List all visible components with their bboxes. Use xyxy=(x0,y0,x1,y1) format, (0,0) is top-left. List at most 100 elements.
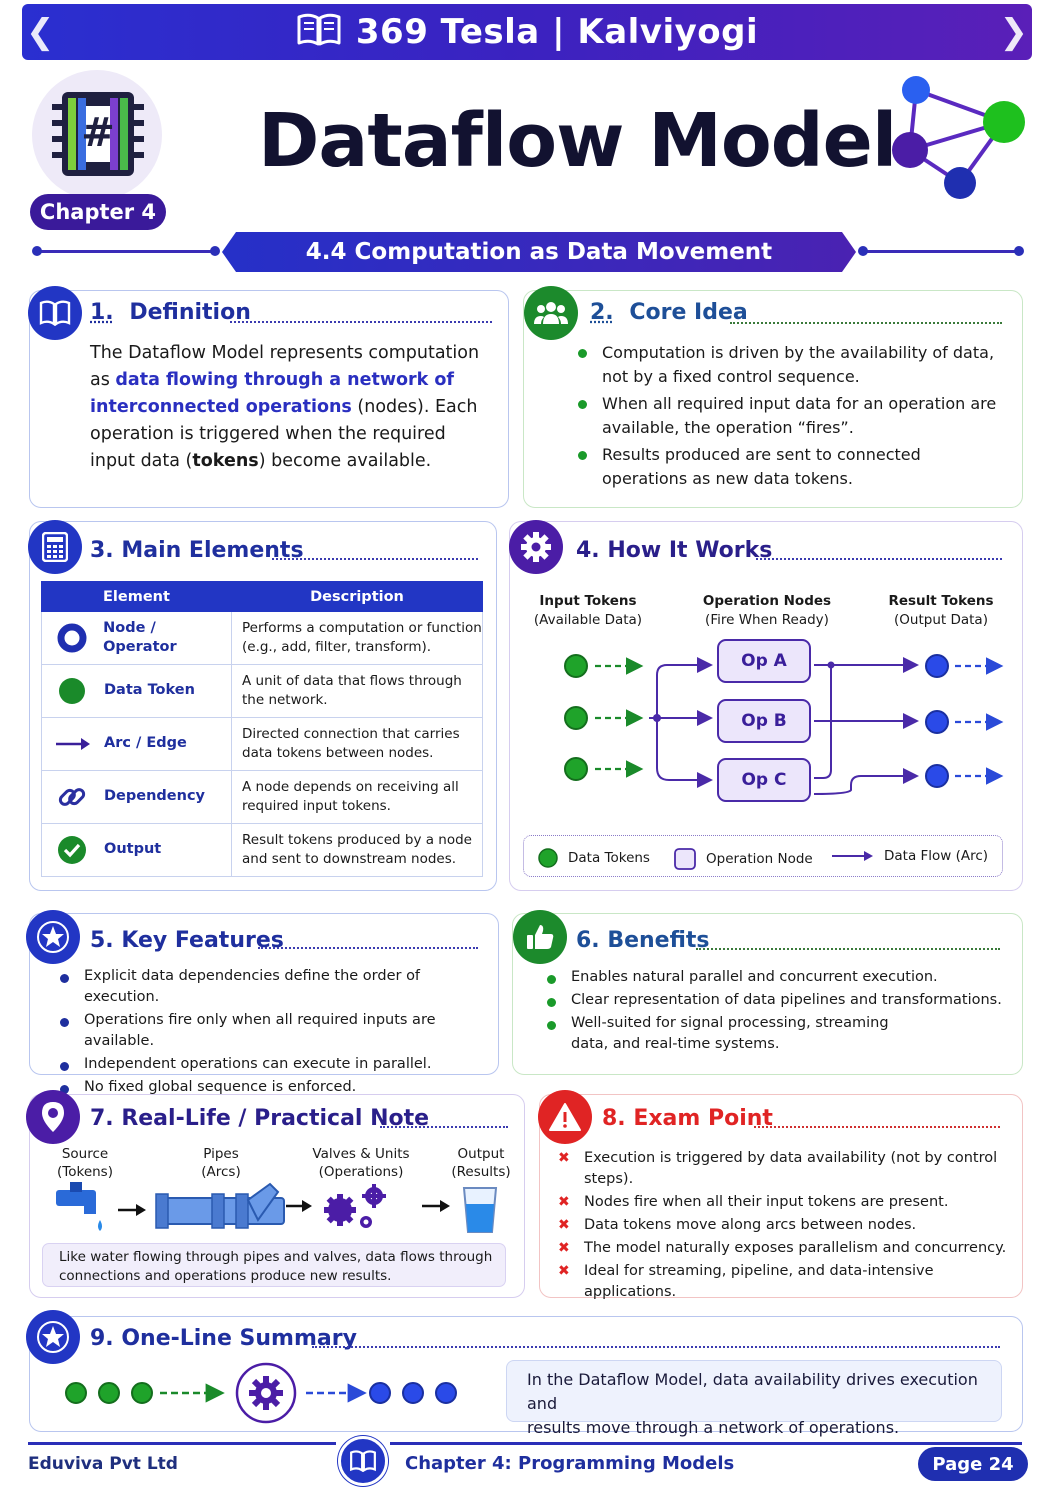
title-dots xyxy=(380,1126,508,1128)
arrow-right-icon xyxy=(54,734,90,754)
element-label: Data Token xyxy=(104,682,195,699)
divider-dot xyxy=(32,246,42,256)
divider-left xyxy=(36,250,216,253)
location-pin-icon xyxy=(26,1090,80,1144)
how-it-works-title: 4. How It Works xyxy=(576,538,773,563)
chevron-right-icon: ❯ xyxy=(999,12,1029,52)
summary-text: In the Dataflow Model, data availability… xyxy=(506,1360,1002,1437)
table-row: Data Token A unit of data that flows thr… xyxy=(41,664,483,718)
legend-label: Data Flow (Arc) xyxy=(884,848,989,864)
label-line: Output xyxy=(457,1146,505,1162)
label-line: (Tokens) xyxy=(57,1164,113,1180)
warning-icon xyxy=(538,1090,592,1144)
divider-dot xyxy=(858,246,868,256)
valves-label: Valves & Units(Operations) xyxy=(306,1145,416,1181)
core-idea-title: 2. Core Idea xyxy=(590,300,748,325)
top-banner: ❮ 369 Tesla | Kalviyogi ❯ xyxy=(22,4,1032,60)
definition-line: operation is triggered when the required xyxy=(90,424,446,444)
logo-symbol: # xyxy=(81,110,115,156)
faucet-icon xyxy=(56,1182,102,1231)
arrow-right-icon xyxy=(422,1200,450,1212)
result-token xyxy=(925,764,949,788)
title-dots xyxy=(272,558,478,560)
list-item: Clear representation of data pipelines a… xyxy=(543,990,1013,1011)
dataflow-diagram xyxy=(564,654,1004,795)
summary-line: results move through a network of operat… xyxy=(527,1418,900,1437)
open-book-icon xyxy=(296,13,342,51)
list-item: Results produced are sent to connected o… xyxy=(574,443,1004,490)
legend-tokens: Data Tokens xyxy=(538,848,650,868)
list-item: Nodes fire when all their input tokens a… xyxy=(556,1192,1020,1213)
label-line: (Arcs) xyxy=(201,1164,241,1180)
element-description: required input tokens. xyxy=(242,798,391,814)
key-features-list: Explicit data dependencies define the or… xyxy=(56,966,496,1100)
definition-title: 1. Definition xyxy=(90,300,251,325)
definition-card xyxy=(29,290,509,508)
water-analogy-illustration xyxy=(56,1182,498,1233)
element-description: Performs a computation or function xyxy=(242,619,482,636)
analogy-note: Like water flowing through pipes and val… xyxy=(42,1243,506,1287)
footer-divider xyxy=(390,1442,1022,1445)
key-features-card xyxy=(29,913,499,1075)
logo: # xyxy=(32,70,162,200)
benefits-title: 6. Benefits xyxy=(576,928,710,953)
element-description: (e.g., add, filter, transform). xyxy=(242,639,432,655)
input-label: Input Tokens xyxy=(539,593,637,609)
link-icon xyxy=(54,781,90,813)
note-line: Like water flowing through pipes and val… xyxy=(59,1249,493,1265)
core-idea-card xyxy=(523,290,1023,508)
element-description: Result tokens produced by a node xyxy=(242,831,472,848)
legend-node: Operation Node xyxy=(674,848,813,870)
legend-label: Data Tokens xyxy=(568,850,650,866)
green-dot-icon xyxy=(54,676,90,706)
pipes-icon xyxy=(155,1182,285,1229)
title-dots xyxy=(258,947,478,949)
definition-line: input data ( xyxy=(90,451,193,471)
definition-highlight: data flowing through a network of xyxy=(115,370,455,390)
label-line: Valves & Units xyxy=(312,1146,410,1162)
divider-right xyxy=(862,250,1018,253)
section-subtitle: 4.4 Computation as Data Movement xyxy=(222,232,856,272)
gears-icon xyxy=(324,1184,386,1228)
thumbs-up-icon xyxy=(513,910,567,964)
result-sublabel: (Output Data) xyxy=(894,612,988,628)
input-token xyxy=(564,706,588,730)
open-book-icon xyxy=(28,286,82,340)
footer-company: Eduviva Pvt Ltd xyxy=(28,1454,178,1474)
list-item: When all required input data for an oper… xyxy=(574,392,1004,439)
users-icon xyxy=(524,286,578,340)
title-dots xyxy=(696,948,1000,950)
result-tokens-label: Result Tokens(Output Data) xyxy=(876,592,1006,630)
key-features-title: 5. Key Features xyxy=(90,928,284,953)
list-item: Well-suited for signal processing, strea… xyxy=(543,1013,913,1055)
definition-line: (nodes). Each xyxy=(351,397,478,417)
open-book-icon xyxy=(338,1436,388,1486)
element-label: Node / Operator xyxy=(103,619,177,656)
network-graph-icon xyxy=(892,76,1025,199)
source-label: Source (Tokens) xyxy=(48,1145,122,1181)
list-item: Computation is driven by the availabilit… xyxy=(574,341,1004,388)
list-item: Explicit data dependencies define the or… xyxy=(56,966,496,1008)
definition-bold: tokens xyxy=(192,451,259,471)
title-dots xyxy=(754,1126,1000,1128)
label-line: Source xyxy=(61,1146,109,1162)
definition-heading: Definition xyxy=(129,300,251,325)
list-item: No fixed global sequence is enforced. xyxy=(56,1077,496,1098)
list-item: The model naturally exposes parallelism … xyxy=(556,1238,1020,1259)
note-line: connections and operations produce new r… xyxy=(59,1268,392,1284)
definition-line: The Dataflow Model represents computatio… xyxy=(90,343,480,363)
arrow-right-icon xyxy=(118,1204,146,1216)
label-line: (Results) xyxy=(451,1164,511,1180)
operation-nodes-label: Operation Nodes(Fire When Ready) xyxy=(690,592,844,630)
pipes-label: Pipes(Arcs) xyxy=(186,1145,256,1181)
core-idea-list: Computation is driven by the availabilit… xyxy=(574,341,1004,494)
gear-icon xyxy=(235,1362,297,1424)
real-life-title: 7. Real-Life / Practical Note xyxy=(90,1106,430,1131)
table-header: Element Description xyxy=(41,581,483,612)
element-description: A unit of data that flows through xyxy=(242,672,462,689)
definition-highlight: interconnected operations xyxy=(90,397,352,417)
input-token xyxy=(564,757,588,781)
banner-title: 369 Tesla | Kalviyogi xyxy=(355,12,759,52)
